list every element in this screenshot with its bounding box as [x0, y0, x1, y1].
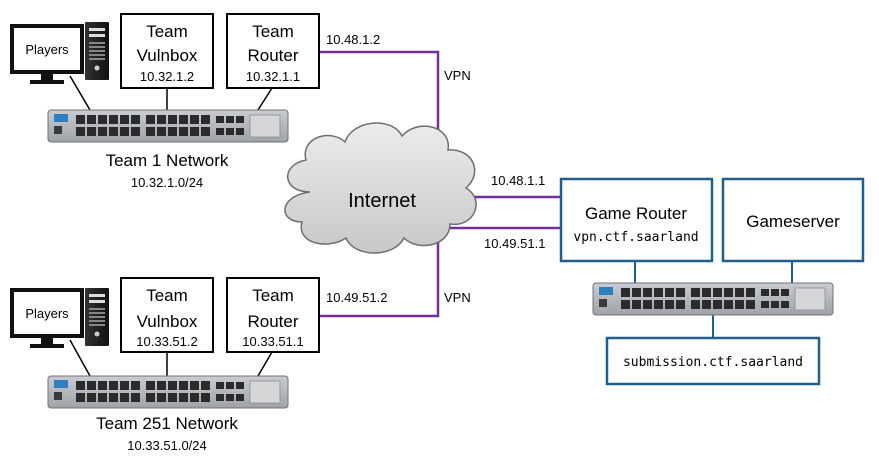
team251-vulnbox [120, 277, 214, 353]
team1-router-ip: 10.32.1.1 [246, 69, 300, 84]
team251-vulnbox-line1: Team [146, 286, 188, 305]
team1-vulnbox-line2: Vulnbox [137, 46, 198, 65]
vpn-label-top: VPN [444, 68, 471, 83]
team251-router-line1: Team [252, 286, 294, 305]
gameserver-box [721, 177, 865, 263]
team1-players-label: Players [25, 42, 69, 57]
gameserver-title: Gameserver [746, 212, 840, 231]
team251-players-label: Players [25, 306, 69, 321]
team251-vulnbox-line2: Vulnbox [137, 312, 198, 331]
team251-router-line2: Router [247, 312, 298, 331]
team1-vpn-ip: 10.48.1.2 [326, 32, 380, 47]
game-infrastructure: Game Router vpn.ctf.saarland Gameserver … [559, 177, 865, 386]
submission-box [605, 336, 821, 386]
team1-vulnbox [120, 13, 214, 89]
game-switch [592, 282, 834, 316]
team1-vulnbox-ip: 10.32.1.2 [140, 69, 194, 84]
vpn-links [320, 50, 560, 318]
team1-router-line1: Team [252, 22, 294, 41]
team251-switch [47, 375, 289, 409]
game-router-title: Game Router [585, 204, 687, 223]
team1-vulnbox-line1: Team [146, 22, 188, 41]
team251-vulnbox-ip: 10.33.51.2 [136, 334, 197, 349]
internet-label: Internet [348, 190, 416, 212]
team251-router [226, 277, 320, 353]
game-router-host: vpn.ctf.saarland [573, 230, 698, 245]
vpn-label-bottom: VPN [444, 290, 471, 305]
team1-router [226, 13, 320, 89]
game-router-ip-top: 10.48.1.1 [491, 173, 545, 188]
team1-tower-icon [85, 22, 109, 80]
team251-network: Players Team Vulnbox 10.33.51.2 Team Rou… [10, 277, 320, 453]
submission-host: submission.ctf.saarland [623, 355, 803, 370]
team251-network-name: Team 251 Network [96, 414, 238, 433]
team1-network-name: Team 1 Network [106, 151, 229, 170]
team251-router-ip: 10.33.51.1 [242, 334, 303, 349]
game-router-box [559, 177, 714, 263]
internet-cloud [284, 122, 477, 254]
team1-network: Players Team Vulnbox 10.32.1.2 Team Rout… [10, 13, 320, 190]
vpn-link-team251 [320, 226, 560, 318]
team251-tower-icon [85, 288, 109, 346]
game-router-ip-bottom: 10.49.51.1 [484, 236, 545, 251]
team1-router-line2: Router [247, 46, 298, 65]
vpn-link-team1 [320, 50, 560, 199]
team251-vpn-ip: 10.49.51.2 [326, 290, 387, 305]
team1-subnet: 10.32.1.0/24 [131, 175, 203, 190]
team251-subnet: 10.33.51.0/24 [127, 438, 207, 453]
team1-switch [47, 109, 289, 143]
